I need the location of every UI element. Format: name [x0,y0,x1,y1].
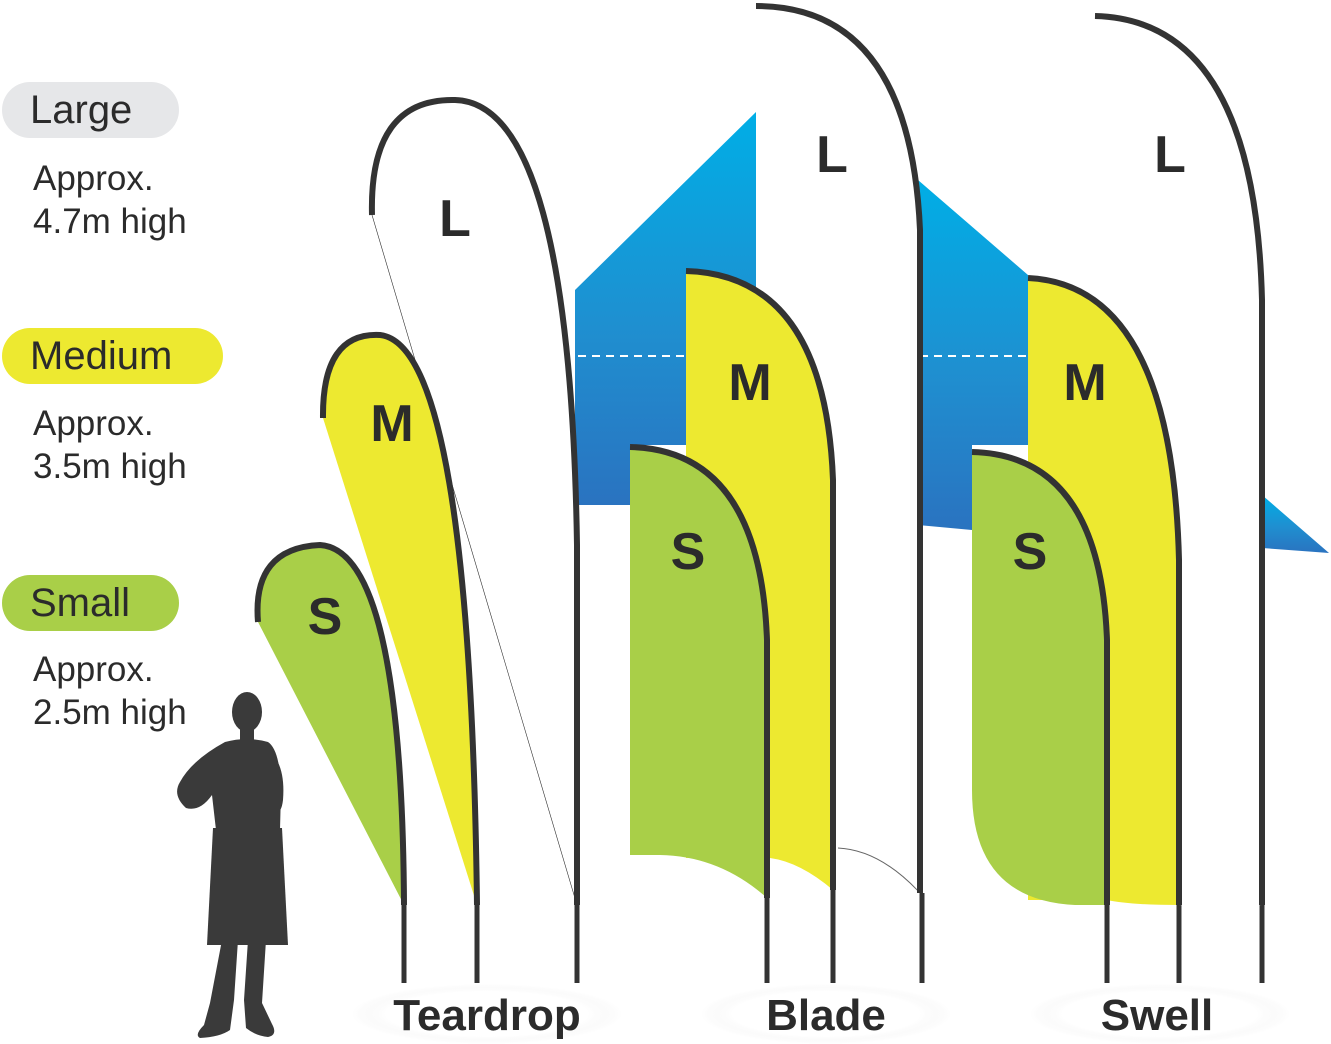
teardrop-small-outline [254,541,407,906]
swell-label-glow [1030,984,1290,1044]
swell-medium-outline [1027,275,1182,905]
medium-size-label: Medium [30,333,173,378]
swell-small-letter: S [1013,523,1048,581]
teardrop-small-flag [257,545,404,905]
large-size-description: Approx. 4.7m high [33,157,187,243]
swell-type-label: Swell [1101,991,1214,1040]
teardrop-small-letter: S [308,588,343,646]
blue-guide-plane-middle [918,180,1028,530]
blade-small-letter: S [671,523,706,581]
blade-small-flag [630,447,767,898]
teardrop-medium-outline [319,331,480,906]
blade-large-bottom-edge [837,847,921,894]
medium-size-description: Approx. 3.5m high [33,402,187,488]
blue-guide-plane-right [1262,495,1329,553]
flag-poles [401,890,1265,983]
blade-type-label: Blade [766,991,886,1040]
blade-large-outline [755,3,923,893]
large-size-label: Large [30,87,133,132]
blade-medium-outline [685,268,836,890]
blade-medium-letter: M [728,354,771,412]
large-desc-line1: Approx. [33,159,154,198]
medium-desc-line1: Approx. [33,404,154,443]
blue-guide-plane-left [575,112,756,505]
small-size-description: Approx. 2.5m high [33,648,187,734]
swell-medium-letter: M [1063,354,1106,412]
person-silhouette-icon [177,692,288,1038]
small-desc-line2: 2.5m high [33,693,187,732]
large-size-pill: Large [2,82,179,138]
medium-desc-line2: 3.5m high [33,447,187,486]
medium-size-pill: Medium [2,328,223,384]
blade-large-letter: L [816,126,848,184]
small-size-pill: Small [2,575,179,631]
teardrop-medium-letter: M [370,395,413,453]
teardrop-medium-flag [322,334,477,905]
swell-small-outline [971,449,1110,905]
swell-large-letter: L [1154,126,1186,184]
teardrop-type-label: Teardrop [393,991,580,1040]
teardrop-large-outline [368,96,580,905]
swell-small-flag [972,452,1107,905]
teardrop-label-glow [352,984,622,1044]
large-desc-line2: 4.7m high [33,202,187,241]
blade-label-glow [701,984,951,1044]
small-size-label: Small [30,580,131,625]
small-desc-line1: Approx. [33,650,154,689]
blade-small-outline [629,444,770,898]
swell-large-outline [1094,13,1265,905]
teardrop-large-letter: L [439,190,471,248]
